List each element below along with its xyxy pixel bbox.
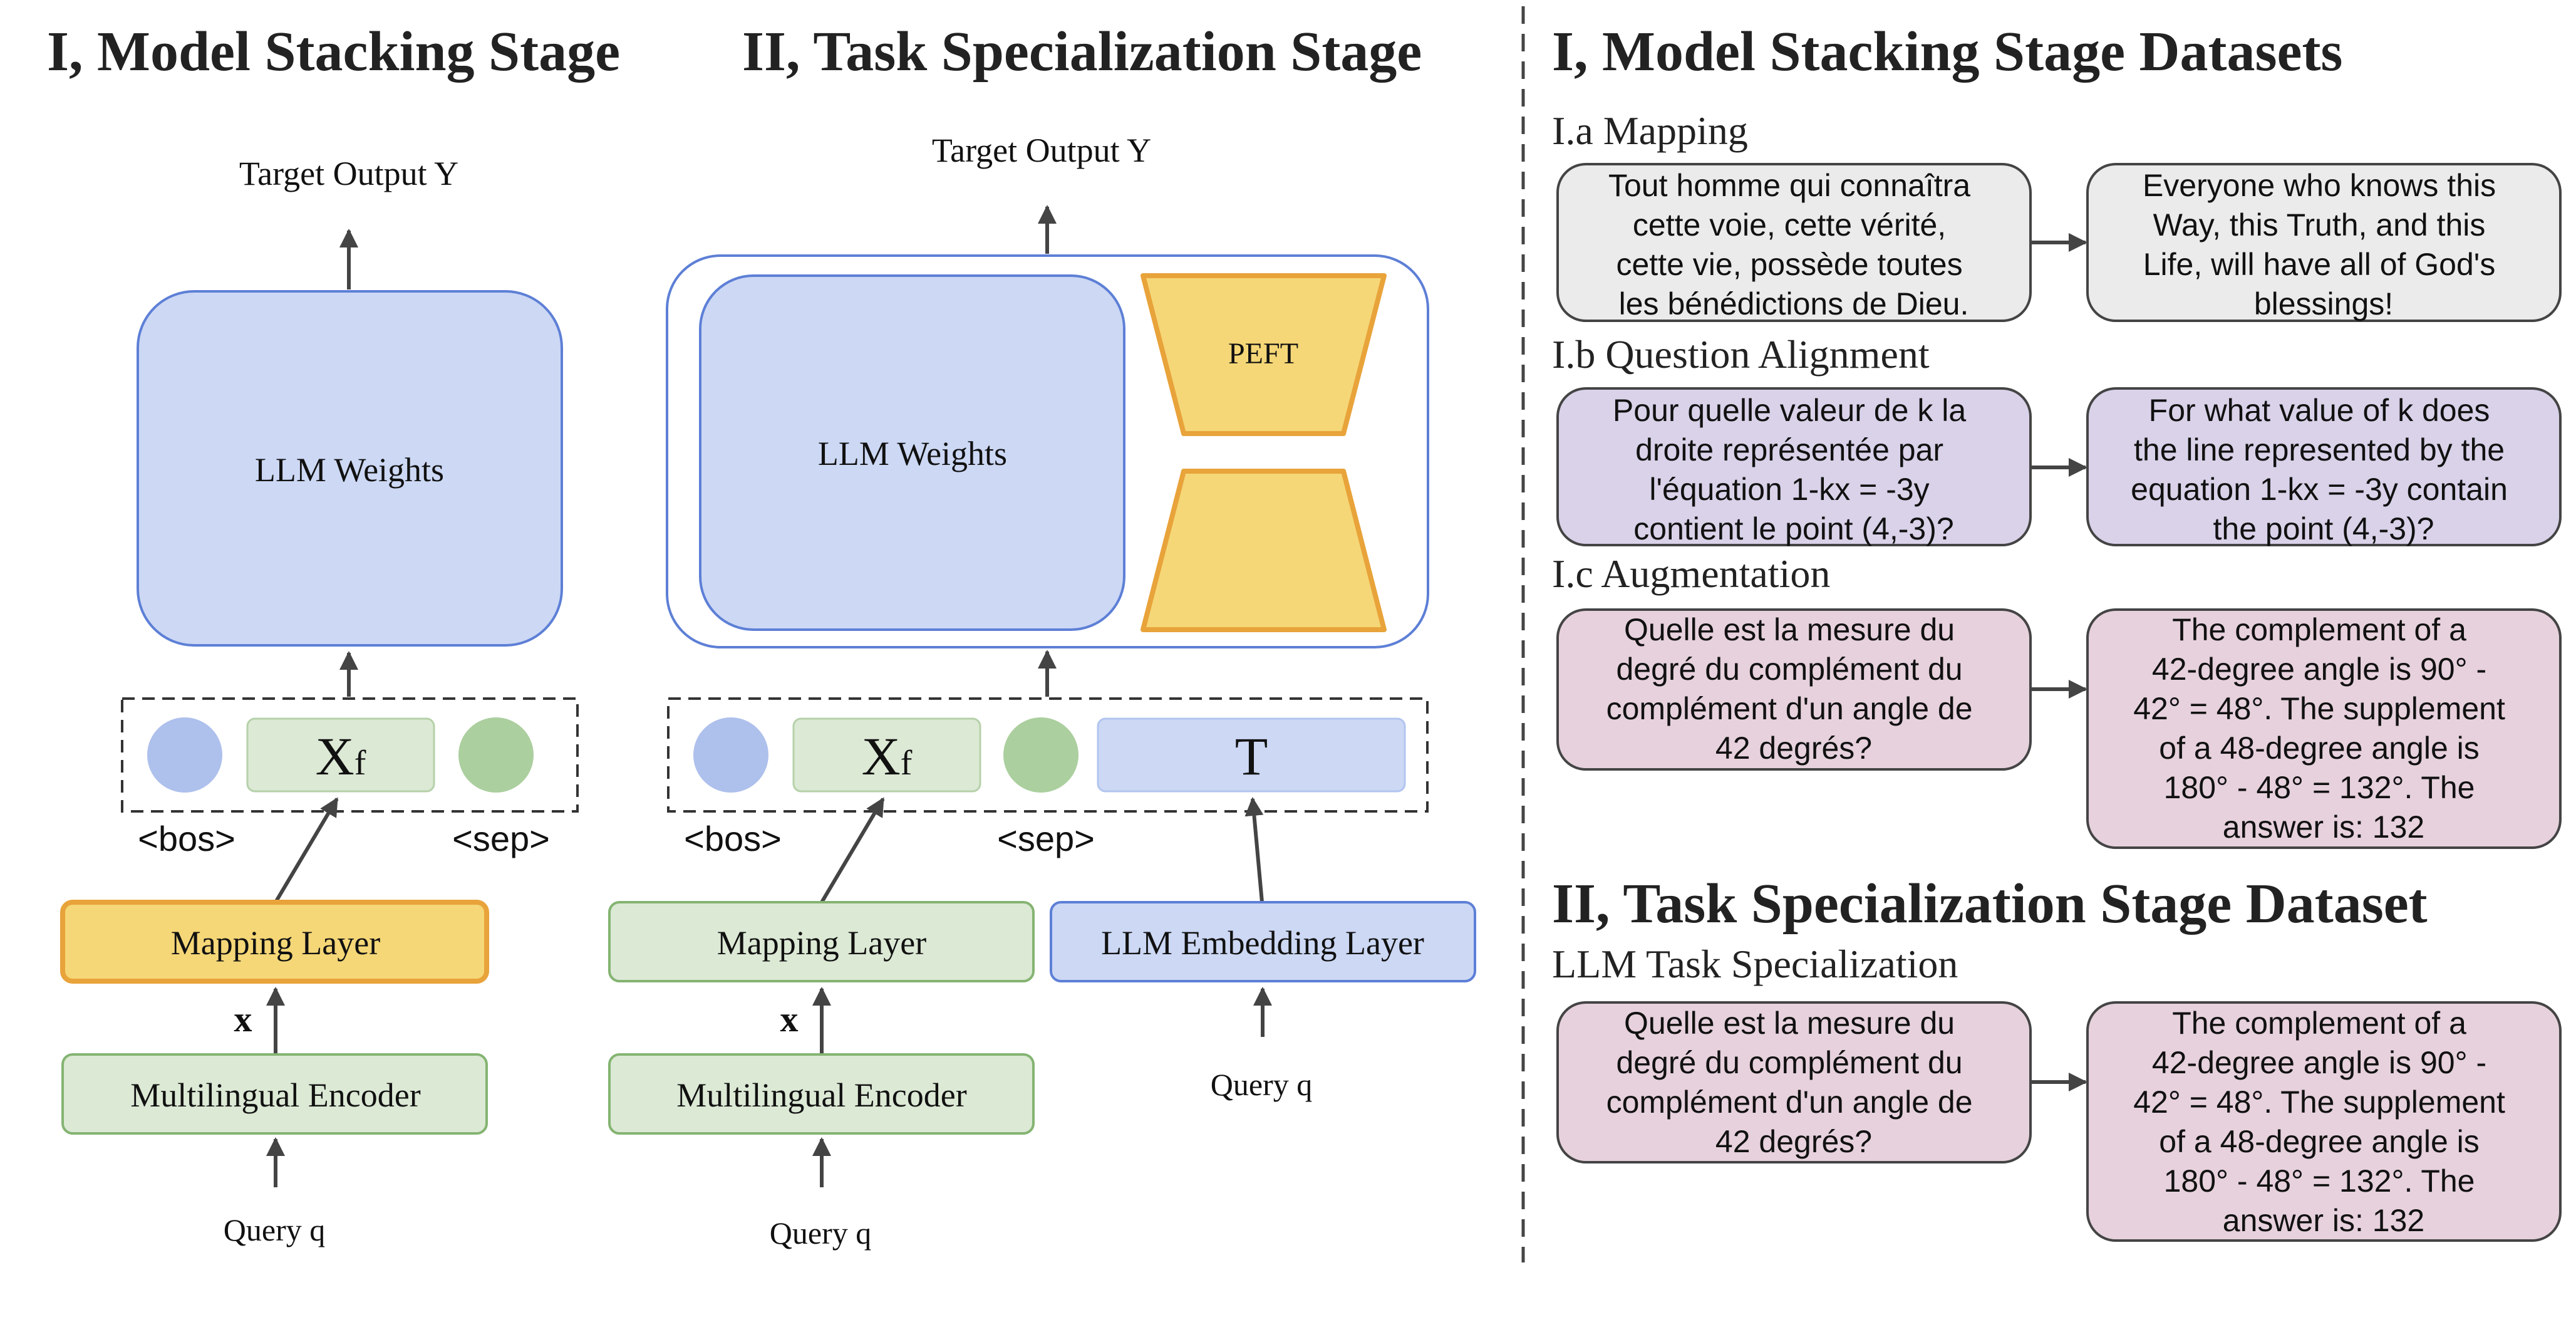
stage2-peft-lower <box>1141 469 1387 632</box>
stage2-peft-label: PEFT <box>1228 337 1298 370</box>
stage1-encoder-label: Multilingual Encoder <box>130 1076 420 1114</box>
question-alignment-heading: I.b Question Alignment <box>1552 332 1930 377</box>
stage2-bos-token <box>693 717 768 793</box>
stage1-mapping-layer-label: Mapping Layer <box>171 924 380 962</box>
stage2-sep-token <box>1003 717 1079 793</box>
task-target-text: The complement of a 42-degree angle is 9… <box>2133 1006 2514 1238</box>
stage1-title: I, Model Stacking Stage <box>47 21 620 83</box>
stage2-task-token <box>1097 717 1406 793</box>
stage2-bos-label: <bos> <box>684 819 782 858</box>
task-target-box <box>2086 1001 2562 1242</box>
question-alignment-target-text: For what value of k does the line repres… <box>2131 393 2517 546</box>
question-alignment-target-box <box>2086 387 2562 546</box>
question-alignment-source-text: Pour quelle valeur de k la droite représ… <box>1613 393 1975 546</box>
datasets-title: I, Model Stacking Stage Datasets <box>1552 21 2342 83</box>
stage1-xf-label: Xf <box>316 726 366 786</box>
stage1-xf-token <box>246 717 435 793</box>
stage2-task-token-label: T <box>1235 726 1268 786</box>
stage2-x-label: x <box>780 999 799 1039</box>
stage2-arrow-mapping-to-xf <box>820 797 885 903</box>
stage2-xf-token <box>792 717 981 793</box>
stage1-multilingual-encoder <box>61 1053 488 1135</box>
stage2-arrow-embedding-to-t <box>1244 797 1264 903</box>
augmentation-target-box <box>2086 608 2562 849</box>
task-dataset-title: II, Task Specialization Stage Dataset <box>1552 873 2428 935</box>
stage2-mapping-layer-label: Mapping Layer <box>717 924 926 962</box>
stage2-embedding-layer <box>1050 901 1476 982</box>
stage1-token-sequence <box>121 697 579 813</box>
stage2-sep-label: <sep> <box>997 819 1095 858</box>
task-source-text: Quelle est la mesure du degré du complém… <box>1606 1006 1982 1159</box>
augmentation-target-text: The complement of a 42-degree angle is 9… <box>2133 612 2514 845</box>
stage1-mapping-layer <box>60 900 489 984</box>
mapping-target-box <box>2086 163 2562 322</box>
mapping-heading: I.a Mapping <box>1552 108 1748 153</box>
stage1-arrow-mapping-to-xf <box>274 797 339 903</box>
stage2-llm-weights-label: LLM Weights <box>818 435 1007 472</box>
mapping-target-text: Everyone who knows this Way, this Truth,… <box>2143 168 2505 321</box>
stage2-embedding-layer-label: LLM Embedding Layer <box>1101 924 1424 962</box>
stage2-query-left: Query q <box>770 1215 871 1251</box>
stage2-peft-upper <box>1141 273 1387 436</box>
stage2-xf-label: Xf <box>862 726 913 786</box>
datasets-panel: I, Model Stacking Stage Datasets I.a Map… <box>1552 21 2562 849</box>
task-dataset-panel: II, Task Specialization Stage Dataset LL… <box>1552 873 2562 1242</box>
stage1-x-label: x <box>234 999 252 1039</box>
stage1-sep-label: <sep> <box>452 819 550 858</box>
stage1-target-output: Target Output Y <box>239 155 458 192</box>
augmentation-heading: I.c Augmentation <box>1552 551 1830 596</box>
stage1-sep-token <box>458 717 534 793</box>
stage2-diagram: II, Task Specialization Stage Target Out… <box>608 21 1476 1251</box>
mapping-source-text: Tout homme qui connaîtra cette voie, cet… <box>1608 168 1979 321</box>
stage1-bos-label: <bos> <box>138 819 235 858</box>
stage1-llm-weights <box>137 290 563 647</box>
stage1-diagram: I, Model Stacking Stage Target Output Y … <box>47 21 620 1247</box>
stage2-mapping-layer <box>608 901 1035 982</box>
stage2-target-output: Target Output Y <box>932 132 1151 169</box>
stage2-llm-weights <box>699 274 1125 631</box>
stage2-token-sequence <box>667 697 1429 813</box>
stage2-title: II, Task Specialization Stage <box>742 21 1422 83</box>
stage2-encoder-label: Multilingual Encoder <box>676 1076 966 1114</box>
stage2-query-right: Query q <box>1211 1067 1312 1102</box>
stage1-bos-token <box>147 717 222 793</box>
stage2-multilingual-encoder <box>608 1053 1035 1135</box>
augmentation-source-text: Quelle est la mesure du degré du complém… <box>1606 612 1982 766</box>
stage1-query: Query q <box>224 1212 325 1247</box>
stage1-llm-weights-label: LLM Weights <box>255 451 444 489</box>
task-specialization-heading: LLM Task Specialization <box>1552 942 1958 986</box>
